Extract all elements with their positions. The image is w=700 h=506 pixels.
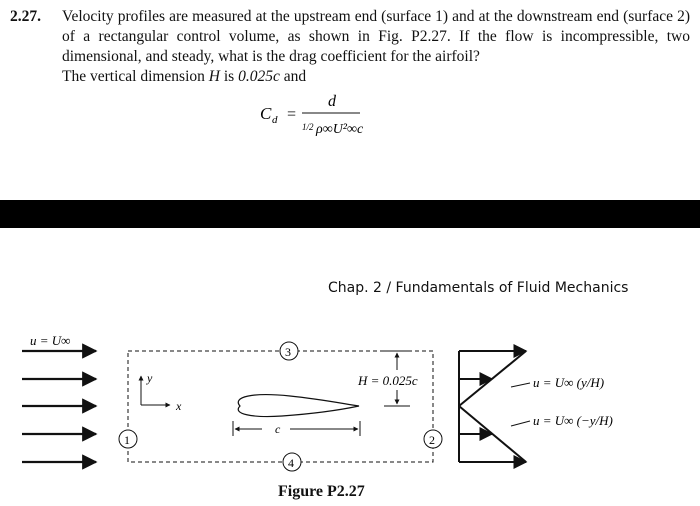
formula-lhs: C <box>260 104 272 123</box>
surface-marker-2: 2 <box>423 429 443 449</box>
profile-leaders <box>510 382 531 427</box>
formula-equals: = <box>286 106 297 123</box>
airfoil <box>237 394 360 418</box>
surface-marker-1: 1 <box>118 429 138 449</box>
surface-label-4: 4 <box>288 456 294 470</box>
figure-caption: Figure P2.27 <box>278 483 365 500</box>
drag-coefficient-formula: C d = d 1/2 ρ∞U²∞c <box>258 92 378 147</box>
chapter-header: Chap. 2 / Fundamentals of Fluid Mechanic… <box>328 280 629 296</box>
profile-lower-line <box>458 405 527 463</box>
formula-half: 1/2 <box>302 122 314 132</box>
surface-marker-4: 4 <box>282 452 302 472</box>
inflow-label: u = U∞ <box>30 333 70 348</box>
page-separator-band <box>0 200 700 228</box>
surface-label-3: 3 <box>285 345 291 359</box>
formula-numerator: d <box>328 93 337 110</box>
surface-label-1: 1 <box>124 433 130 447</box>
problem-text: Velocity profiles are measured at the up… <box>62 8 690 65</box>
problem-number: 2.27. <box>10 8 41 25</box>
surface-label-2: 2 <box>429 433 435 447</box>
y-axis-label: y <box>146 371 153 385</box>
chord-dimension <box>232 421 361 436</box>
height-label: H = 0.025c <box>357 373 418 388</box>
profile-upper-label: u = U∞ (y/H) <box>533 375 604 390</box>
chord-label: c <box>275 422 281 436</box>
formula-denominator: ρ∞U²∞c <box>315 122 364 137</box>
profile-upper-line <box>458 350 527 407</box>
problem-text-tail: The vertical dimension H is 0.025c and <box>62 68 307 85</box>
control-volume-boundary <box>127 350 434 463</box>
outlet-velocity-profile <box>458 344 528 469</box>
surface-marker-3: 3 <box>279 341 299 361</box>
x-axis-label: x <box>175 399 182 413</box>
coordinate-axes <box>138 375 171 408</box>
height-dimension <box>384 350 410 407</box>
formula-lhs-sub: d <box>272 114 278 126</box>
inflow-arrows <box>22 343 98 470</box>
formula-svg: C d = d 1/2 ρ∞U²∞c <box>260 93 364 137</box>
profile-lower-label: u = U∞ (−y/H) <box>533 413 613 428</box>
